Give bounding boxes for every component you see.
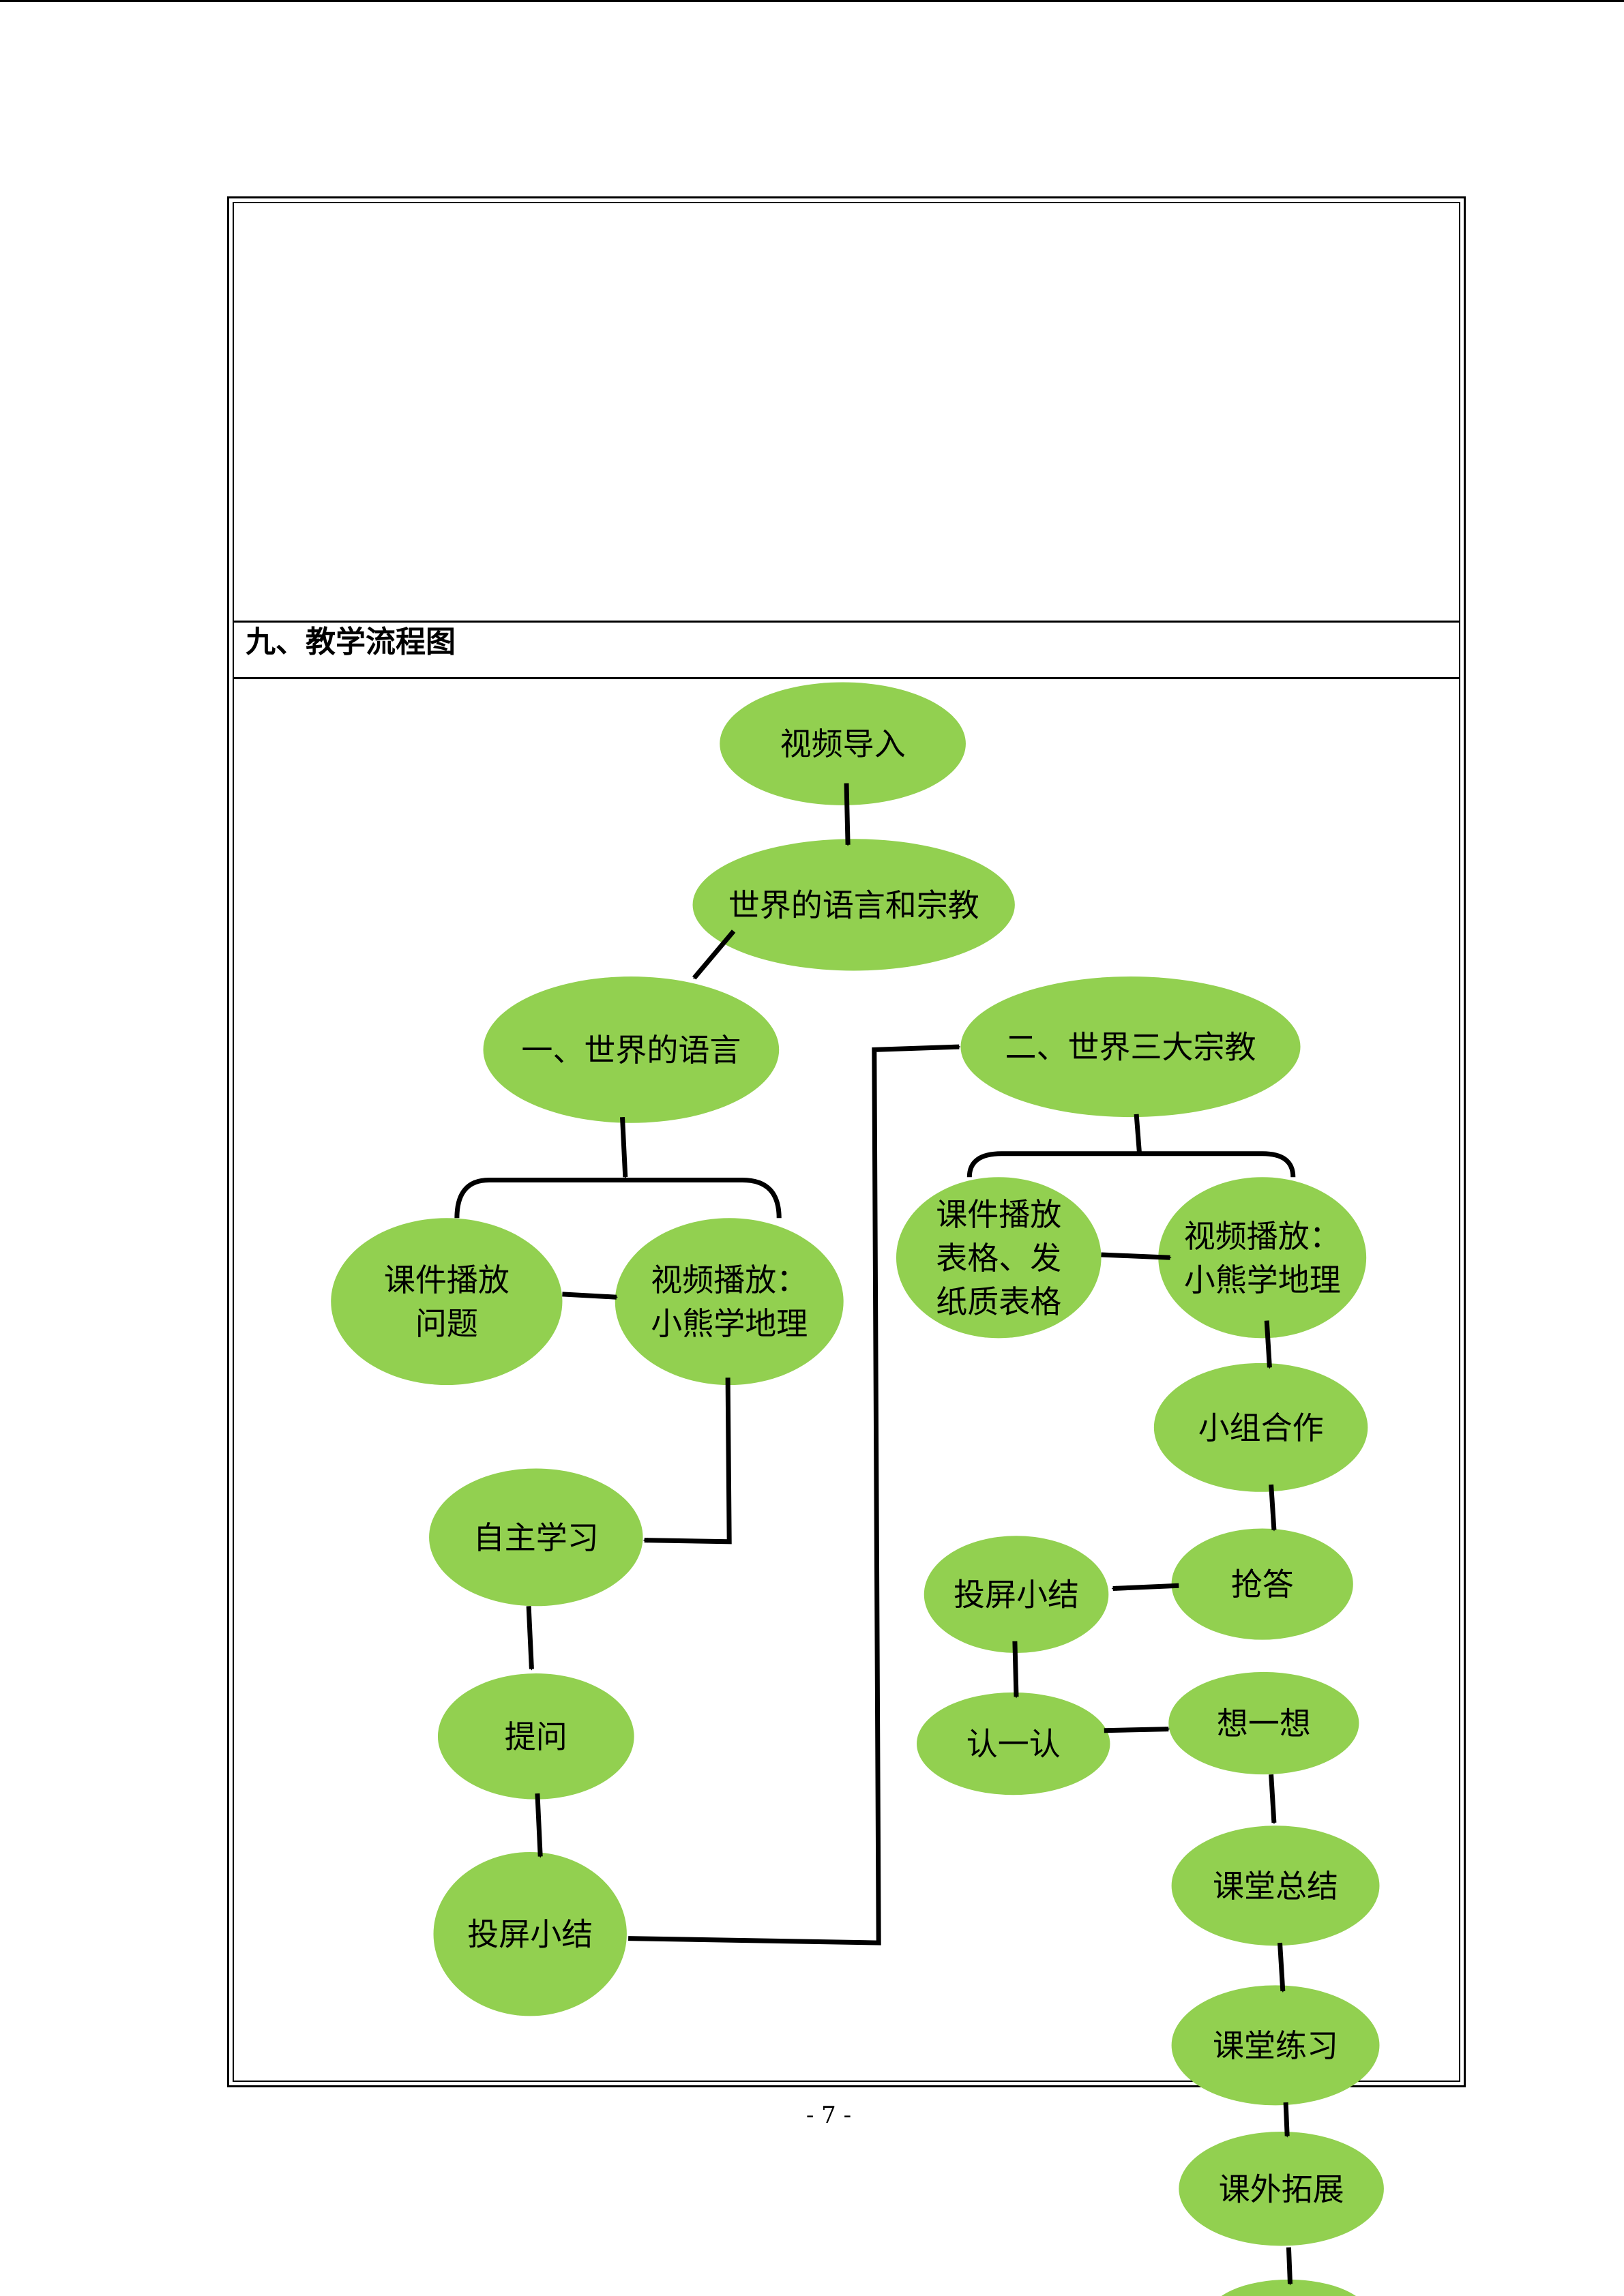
flow-node: 课堂总结 — [1171, 1825, 1380, 1946]
flow-node-shape — [1171, 1985, 1380, 2106]
flow-arrow — [1269, 1774, 1277, 1825]
flow-arrow — [562, 1292, 618, 1300]
flow-node: 视频播放： 小熊学地理 — [615, 1218, 844, 1386]
flow-node-shape — [1221, 2279, 1356, 2296]
flow-node-label: 视频导入 — [780, 726, 906, 762]
flow-node: 世界的语言和宗教 — [692, 839, 1015, 971]
flow-node: 投屏小结 — [924, 1536, 1109, 1653]
flow-node-label: 课件播放 — [936, 1196, 1061, 1233]
flow-node-label: 投屏小结 — [467, 1916, 593, 1953]
flow-arrow — [1264, 1320, 1272, 1369]
table-row-divider — [233, 677, 1460, 679]
flow-node: 课堂练习 — [1171, 1985, 1380, 2106]
flow-node-label: 纸质表格 — [936, 1283, 1061, 1320]
flow-node-shape — [896, 1177, 1102, 1339]
flow-arrow — [1278, 1942, 1286, 1993]
flow-node: 投屏小结 — [433, 1851, 627, 2016]
table-outer-border — [227, 196, 1466, 2087]
flow-node: 视频播放： 小熊学地理 — [1158, 1177, 1367, 1339]
flow-node — [1221, 2279, 1356, 2296]
flow-node-shape — [1168, 1671, 1359, 1775]
flow-node-shape — [917, 1692, 1110, 1795]
flow-branch-bracket — [966, 1151, 1296, 1178]
flow-node: 课外拓展 — [1179, 2132, 1384, 2246]
flow-node: 二、世界三大宗教 — [960, 976, 1301, 1118]
flow-node-label: 想一想 — [1217, 1705, 1311, 1742]
flow-node-shape — [483, 976, 780, 1123]
flow-node-shape — [437, 1673, 634, 1800]
flow-node-label: 提问 — [505, 1718, 567, 1755]
flow-node-shape — [1153, 1362, 1368, 1492]
flow-node-label: 问题 — [415, 1305, 478, 1342]
flow-node-label: 二、世界三大宗教 — [1005, 1029, 1256, 1066]
flow-node-label: 表格、发 — [936, 1240, 1061, 1277]
flow-arrow — [1286, 2247, 1293, 2286]
flow-arrow — [535, 1793, 543, 1858]
flow-node-label: 世界的语言和宗教 — [728, 886, 979, 923]
flowchart-connectors — [454, 783, 1296, 2286]
flow-node-label: 小组合作 — [1198, 1410, 1324, 1446]
section-title: 九、教学流程图 — [246, 625, 456, 659]
flow-node-label: 抢答 — [1231, 1566, 1294, 1603]
flow-arrow — [1111, 1583, 1179, 1591]
flow-arrow — [1012, 1641, 1019, 1699]
flow-node-shape — [615, 1218, 844, 1386]
flow-node-label: 课件播放 — [384, 1262, 510, 1298]
flow-node: 一、世界的语言 — [483, 976, 780, 1123]
flow-arrow — [1101, 1252, 1172, 1260]
flow-node: 想一想 — [1168, 1671, 1359, 1775]
flow-node-shape — [1171, 1825, 1380, 1946]
flow-node-label: 小熊学地理 — [651, 1305, 808, 1342]
flow-node-shape — [720, 682, 966, 805]
flow-node-label: 课外拓展 — [1219, 2171, 1344, 2207]
flow-arrow — [1283, 2102, 1290, 2138]
flow-node-shape — [692, 839, 1015, 971]
flow-arrow — [628, 1044, 961, 1945]
page-number: - 7 - — [806, 2102, 852, 2129]
flow-node-shape — [331, 1218, 563, 1386]
flow-node-shape — [1171, 1528, 1353, 1640]
flow-node-label: 小熊学地理 — [1184, 1262, 1341, 1298]
table-row-divider — [233, 621, 1460, 623]
flow-node-shape — [924, 1536, 1109, 1653]
flow-arrow — [620, 1117, 628, 1179]
flow-node-shape — [1158, 1177, 1367, 1339]
flow-node-shape — [429, 1468, 643, 1607]
page-top-border — [0, 0, 1624, 2]
flow-node-label: 课堂总结 — [1213, 1868, 1338, 1905]
flow-node: 小组合作 — [1153, 1362, 1368, 1492]
flow-arrow — [692, 929, 736, 980]
flow-arrow — [844, 783, 851, 846]
flow-node-label: 自主学习 — [473, 1519, 599, 1556]
flow-node-label: 认一认 — [966, 1726, 1061, 1763]
flow-node: 抢答 — [1171, 1528, 1353, 1640]
flow-node: 认一认 — [917, 1692, 1110, 1795]
flow-node: 视频导入 — [720, 682, 966, 805]
flow-node-label: 课堂练习 — [1213, 2027, 1338, 2064]
flow-node: 提问 — [437, 1673, 634, 1800]
flow-node-label: 投屏小结 — [954, 1577, 1079, 1613]
flow-branch-bracket — [454, 1178, 782, 1219]
flow-arrow — [1269, 1484, 1277, 1532]
flow-node-label: 视频播放： — [1184, 1218, 1341, 1255]
flow-node-shape — [1179, 2132, 1384, 2246]
flow-node: 自主学习 — [429, 1468, 643, 1607]
flow-node-label: 一、世界的语言 — [521, 1032, 741, 1069]
flow-node-shape — [433, 1851, 627, 2016]
flow-arrow — [1104, 1727, 1170, 1733]
flow-arrow — [526, 1606, 534, 1671]
flow-node-shape — [960, 976, 1301, 1118]
flow-arrow — [1134, 1114, 1142, 1154]
table-inner-border — [233, 202, 1460, 2082]
flow-arrow — [643, 1377, 732, 1545]
flow-node-label: 视频播放： — [651, 1262, 808, 1298]
